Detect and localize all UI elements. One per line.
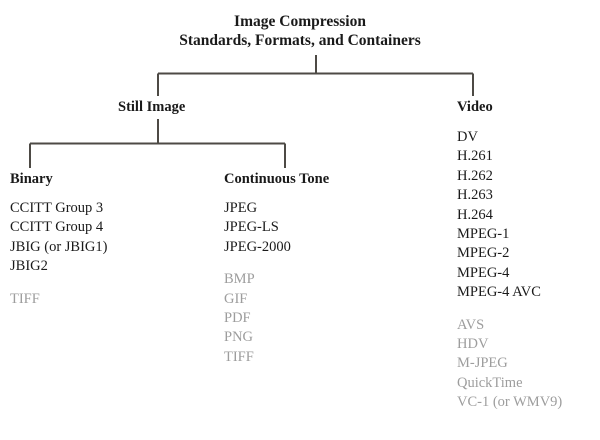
list-item: AVS <box>457 316 485 333</box>
column-video: DV H.261 H.262 H.263 H.264 MPEG-1 MPEG-2… <box>457 128 562 413</box>
column-binary: Binary CCITT Group 3 CCITT Group 4 JBIG … <box>10 172 107 309</box>
list-item: JBIG (or JBIG1) <box>10 238 108 255</box>
list-item: TIFF <box>10 290 40 307</box>
list-item: GIF <box>224 290 248 307</box>
list-item: JPEG <box>224 200 258 216</box>
list-item: MPEG-4 AVC <box>457 284 541 301</box>
item-list-binary: CCITT Group 3 CCITT Group 4 JBIG (or JBI… <box>10 199 107 309</box>
list-item: MPEG-1 <box>457 226 510 243</box>
list-item: BMP <box>224 271 255 288</box>
list-item: TIFF <box>224 348 254 365</box>
list-item: M-JPEG <box>457 355 508 372</box>
list-item: MPEG-2 <box>457 245 510 262</box>
list-item: PDF <box>224 310 251 327</box>
item-list-video: DV H.261 H.262 H.263 H.264 MPEG-1 MPEG-2… <box>457 128 562 413</box>
diagram-title-line-2: Standards, Formats, and Containers <box>179 32 421 49</box>
list-item: JPEG-LS <box>224 219 279 236</box>
item-list-continuous-tone: JPEG JPEG-LS JPEG-2000 BMP GIF PDF PNG T… <box>224 199 329 367</box>
column-heading-continuous-tone: Continuous Tone <box>224 171 330 187</box>
list-item: HDV <box>457 336 489 353</box>
list-item: QuickTime <box>457 374 523 391</box>
column-heading-binary: Binary <box>10 171 53 187</box>
list-item: H.263 <box>457 187 493 204</box>
list-item: DV <box>457 129 478 145</box>
branch-label-video: Video <box>457 99 493 115</box>
list-item: H.261 <box>457 148 493 165</box>
column-continuous-tone: Continuous Tone JPEG JPEG-LS JPEG-2000 B… <box>224 172 329 367</box>
branch-label-still-image: Still Image <box>118 99 186 115</box>
diagram-title-line-1: Image Compression <box>234 13 366 30</box>
list-item: PNG <box>224 329 254 346</box>
list-item: JBIG2 <box>10 258 48 275</box>
diagram-title: Image Compression Standards, Formats, an… <box>0 12 600 50</box>
list-item: H.264 <box>457 206 493 223</box>
list-item: H.262 <box>457 167 493 184</box>
list-item: JPEG-2000 <box>224 238 291 255</box>
list-item: MPEG-4 <box>457 264 510 281</box>
list-item: CCITT Group 4 <box>10 219 104 236</box>
list-item: CCITT Group 3 <box>10 200 104 216</box>
list-item: VC-1 (or WMV9) <box>457 394 563 411</box>
